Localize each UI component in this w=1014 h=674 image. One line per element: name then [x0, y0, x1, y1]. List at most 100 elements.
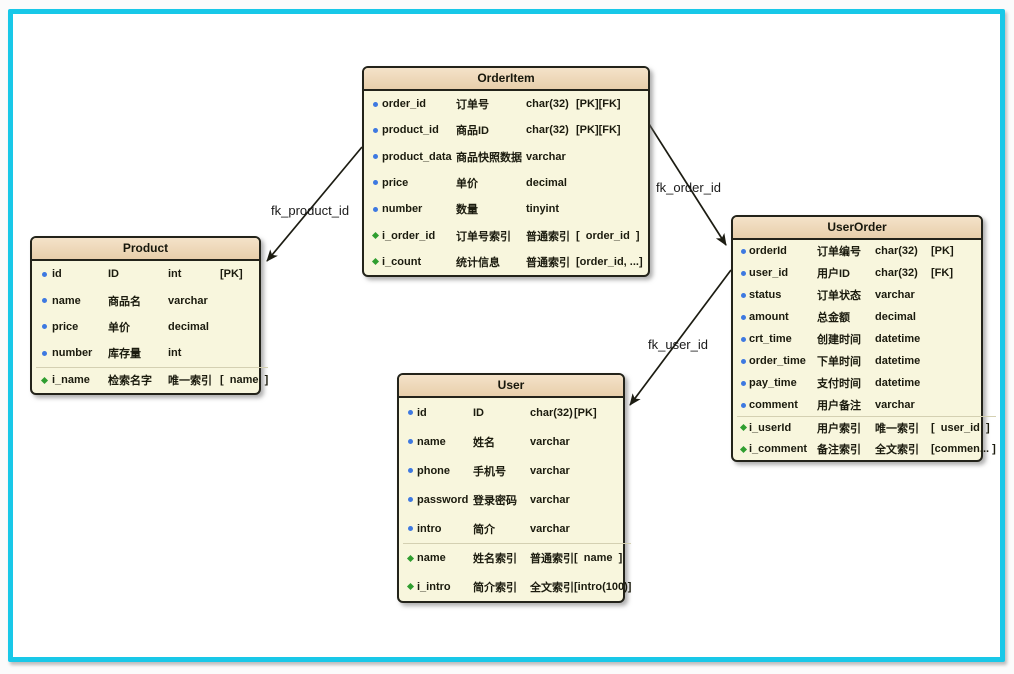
column-icon: [403, 410, 417, 415]
field-name: name: [52, 294, 81, 307]
entity-title[interactable]: Product: [32, 238, 259, 261]
field-name: price: [382, 176, 409, 189]
column-icon: [403, 468, 417, 473]
index-icon: [737, 445, 749, 453]
field-flags: [ name ]: [220, 374, 269, 387]
column-row[interactable]: orderId 订单编号 char(32) [PK]: [737, 240, 996, 262]
column-icon-shape: [740, 402, 746, 408]
field-name: price: [52, 320, 79, 333]
entity-title[interactable]: UserOrder: [733, 217, 981, 240]
column-icon: [403, 526, 417, 531]
field-comment: 姓名: [473, 436, 495, 449]
column-icon-shape: [372, 127, 378, 133]
field-comment: 单价: [108, 321, 130, 334]
relation-line-fk-order-id[interactable]: [648, 123, 727, 246]
column-icon-shape: [740, 248, 746, 254]
field-name: id: [52, 268, 62, 281]
index-icon-shape: [406, 582, 414, 591]
relation-label-fk-order-id[interactable]: fk_order_id: [656, 180, 722, 195]
column-icon-shape: [372, 180, 378, 186]
field-name: i_comment: [749, 443, 808, 455]
index-icon-shape: [739, 423, 747, 432]
field-flags: [order_id, ...]: [576, 255, 643, 268]
relation-label-fk-product-id[interactable]: fk_product_id: [271, 203, 350, 218]
field-type: varchar: [168, 294, 208, 307]
field-type: 唯一索引: [168, 375, 212, 388]
column-icon: [36, 271, 52, 277]
column-icon-shape: [740, 292, 746, 298]
field-flags: [commen... ]: [931, 443, 996, 455]
relation-label-fk-user-id[interactable]: fk_user_id: [648, 337, 708, 352]
relation-line-fk-product-id[interactable]: [266, 146, 363, 262]
field-comment: 订单编号: [817, 246, 861, 258]
entity-title[interactable]: User: [399, 375, 623, 398]
column-icon-shape: [372, 154, 378, 160]
index-icon: [403, 554, 417, 562]
field-flags: [PK]: [931, 245, 954, 257]
field-flags: [PK]: [574, 406, 597, 419]
field-name: intro: [417, 522, 442, 535]
field-type: 全文索引: [875, 444, 919, 456]
field-type: varchar: [530, 464, 570, 477]
index-icon: [368, 232, 382, 240]
field-comment: 订单号: [456, 99, 489, 112]
field-comment: 数量: [456, 204, 478, 217]
field-name: i_count: [382, 255, 422, 268]
relation-line-fk-user-id[interactable]: [629, 269, 732, 406]
field-name: name: [417, 435, 446, 448]
column-icon: [368, 180, 382, 186]
field-type: int: [168, 268, 182, 281]
index-icon: [403, 582, 417, 591]
column-icon-shape: [41, 350, 47, 356]
field-comment: 支付时间: [817, 378, 861, 390]
field-name: phone: [417, 464, 450, 477]
field-type: datetime: [875, 377, 921, 389]
entity-title[interactable]: OrderItem: [364, 68, 648, 91]
field-name: order_id: [382, 98, 427, 111]
field-type: 唯一索引: [875, 422, 919, 435]
field-name: orderId: [749, 245, 787, 257]
column-icon-shape: [41, 271, 47, 277]
column-icon: [368, 127, 382, 133]
column-icon-shape: [407, 468, 413, 473]
index-icon: [737, 423, 749, 432]
field-type: char(32): [875, 245, 918, 257]
field-type: varchar: [875, 289, 915, 301]
column-icon: [737, 380, 749, 386]
column-icon-shape: [740, 358, 746, 364]
